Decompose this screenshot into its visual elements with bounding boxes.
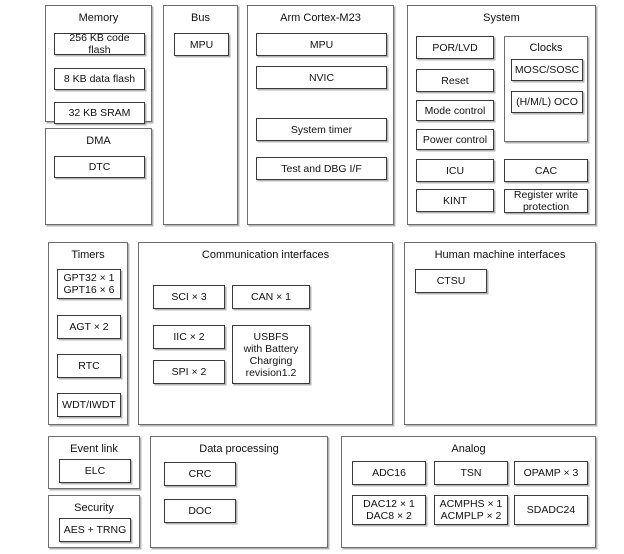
panel-title-system: System bbox=[483, 12, 520, 24]
block-event-link-elc: ELC bbox=[59, 459, 131, 483]
block-analog-opamp-3: OPAMP × 3 bbox=[514, 461, 588, 485]
block-cortex-system-timer: System timer bbox=[256, 118, 387, 141]
panel-title-timers: Timers bbox=[71, 249, 105, 261]
block-timers-gpt32-1-gpt16-6: GPT32 × 1 GPT16 × 6 bbox=[57, 269, 121, 299]
panel-memory: Memory 256 KB code flash 8 KB data flash 32… bbox=[45, 5, 152, 124]
panel-title-security: Security bbox=[74, 502, 114, 514]
block-system-register-write-protection: Register write protection bbox=[504, 189, 588, 213]
block-communication-usbfs-with-battery-charging-revision1-2: USBFS with Battery Charging revision1.2 bbox=[232, 325, 310, 384]
block-memory-256-kb-code-flash: 256 KB code flash bbox=[54, 32, 145, 56]
block-security-aes-trng: AES + TRNG bbox=[59, 518, 131, 542]
block-timers-agt-2: AGT × 2 bbox=[57, 315, 121, 339]
block-system-reset: Reset bbox=[416, 69, 494, 92]
subpanel-title-clocks: Clocks bbox=[529, 42, 563, 54]
block-communication-iic-2: IIC × 2 bbox=[153, 325, 225, 349]
block-system-mode-control: Mode control bbox=[416, 100, 494, 121]
block-communication-can-1: CAN × 1 bbox=[232, 285, 310, 309]
block-timers-wdt-iwdt: WDT/IWDT bbox=[57, 393, 121, 417]
block-cortex-mpu: MPU bbox=[256, 33, 387, 56]
panel-title-event-link: Event link bbox=[70, 443, 118, 455]
panel-title-memory: Memory bbox=[78, 12, 119, 24]
block-system-por-lvd: POR/LVD bbox=[416, 36, 494, 59]
panel-dma: DMA DTC bbox=[45, 128, 152, 225]
block-analog-tsn: TSN bbox=[434, 461, 508, 485]
panel-title-cortex: Arm Cortex-M23 bbox=[280, 12, 361, 24]
block-communication-sci-3: SCI × 3 bbox=[153, 285, 225, 309]
block-system-kint: KINT bbox=[416, 189, 494, 212]
block-data-processing-crc: CRC bbox=[164, 462, 236, 486]
panel-title-bus: Bus bbox=[191, 12, 210, 24]
block-system-cac: CAC bbox=[504, 159, 588, 182]
block-hmi-ctsu: CTSU bbox=[415, 269, 487, 293]
block-analog-adc16: ADC16 bbox=[352, 461, 426, 485]
panel-title-hmi: Human machine interfaces bbox=[434, 249, 566, 261]
block-data-processing-doc: DOC bbox=[164, 499, 236, 523]
block-memory-32-kb-sram: 32 KB SRAM bbox=[54, 102, 145, 124]
panel-title-data-processing: Data processing bbox=[199, 443, 279, 455]
panel-title-dma: DMA bbox=[86, 135, 111, 147]
block-analog-sdadc24: SDADC24 bbox=[514, 495, 588, 525]
block-communication-spi-2: SPI × 2 bbox=[153, 360, 225, 384]
panel-title-analog: Analog bbox=[451, 443, 486, 455]
block-clocks-h-m-l-oco: (H/M/L) OCO bbox=[511, 91, 583, 113]
block-bus-mpu: MPU bbox=[174, 33, 229, 56]
block-system-power-control: Power control bbox=[416, 129, 494, 150]
block-memory-8-kb-data-flash: 8 KB data flash bbox=[54, 68, 145, 90]
panel-title-communication: Communication interfaces bbox=[201, 249, 330, 261]
block-analog-acmphs-1-acmplp-2: ACMPHS × 1 ACMPLP × 2 bbox=[434, 495, 508, 525]
block-cortex-nvic: NVIC bbox=[256, 66, 387, 89]
block-analog-dac12-1-dac8-2: DAC12 × 1 DAC8 × 2 bbox=[352, 495, 426, 525]
block-clocks-mosc-sosc: MOSC/SOSC bbox=[511, 59, 583, 81]
block-timers-rtc: RTC bbox=[57, 354, 121, 378]
block-system-icu: ICU bbox=[416, 159, 494, 182]
block-dma-dtc: DTC bbox=[54, 156, 145, 178]
block-cortex-test-and-dbg-i-f: Test and DBG I/F bbox=[256, 157, 387, 180]
